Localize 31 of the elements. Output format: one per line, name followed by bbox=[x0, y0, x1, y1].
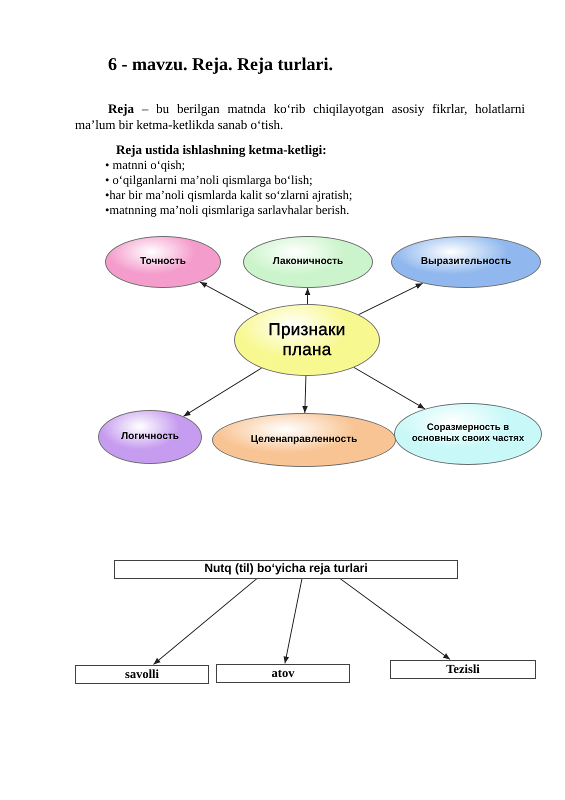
arrow bbox=[284, 578, 302, 664]
bullet-item: •matnning ma’noli qismlariga sarlavhalar berish. bbox=[105, 203, 350, 219]
arrow bbox=[340, 578, 451, 660]
text-box bbox=[114, 560, 458, 578]
arrow bbox=[152, 578, 258, 665]
node-label: Точность bbox=[140, 256, 186, 268]
node-label: Признаки плана bbox=[267, 320, 347, 360]
paragraph: Reja – bu berilgan matnda ko‘rib chiqilayotgan asosiy fikrlar, holatlarni ma’lum bir ketma-ketlikda sanab o‘tish. bbox=[75, 101, 525, 134]
text-box bbox=[390, 660, 536, 678]
text-box bbox=[75, 664, 209, 684]
arrow bbox=[302, 376, 308, 414]
node-label: Целенаправленность bbox=[250, 434, 358, 446]
node-label: Tezisli bbox=[446, 662, 480, 676]
text-box bbox=[216, 664, 350, 682]
node-label: savolli bbox=[124, 666, 160, 682]
node-label: Выразительность bbox=[420, 256, 512, 268]
node-label: Лаконичность bbox=[272, 256, 344, 268]
arrow bbox=[358, 282, 424, 316]
node-label: atov bbox=[272, 666, 294, 680]
arrow bbox=[182, 368, 262, 417]
arrow bbox=[199, 282, 258, 314]
arrow bbox=[304, 288, 310, 304]
subheading: Reja ustida ishlashning ketma-ketligi: bbox=[116, 142, 328, 158]
bullet-item: • o‘qilganlarni ma’noli qismlarga bo‘lish; bbox=[105, 173, 314, 189]
bullet-item: •har bir ma’noli qismlarda kalit so‘zlarni ajratish; bbox=[105, 188, 354, 204]
node-label: Nutq (til) bo‘yicha reja turlari bbox=[204, 562, 368, 576]
bullet-item: • matnni o‘qish; bbox=[105, 158, 186, 174]
node-label: Логичность bbox=[121, 431, 179, 443]
title: 6 - mavzu. Reja. Reja turlari. bbox=[108, 54, 333, 75]
node-label: Соразмерность в основных своих частях bbox=[410, 423, 526, 445]
arrow bbox=[354, 367, 426, 410]
